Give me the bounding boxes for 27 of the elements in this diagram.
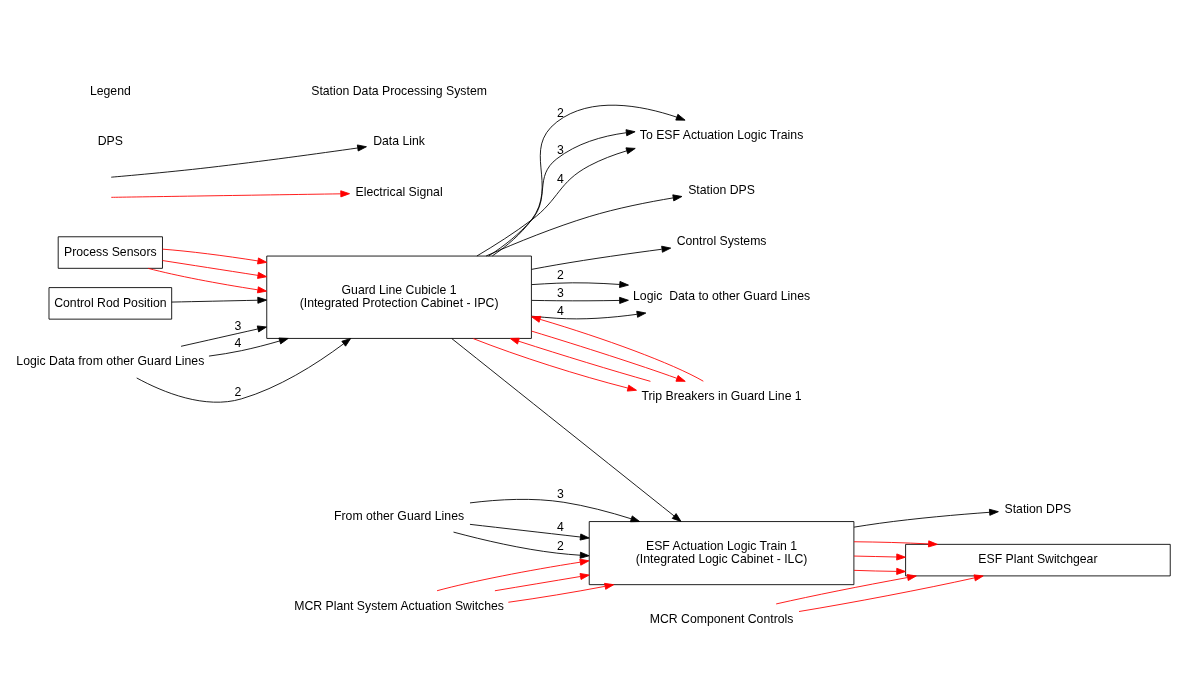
edge-label: 3 (234, 318, 242, 333)
node-text: Logic Data from other Guard Lines (16, 353, 205, 368)
node-text: Trip Breakers in Guard Line 1 (641, 388, 802, 403)
node-text: Station DPS (1004, 501, 1072, 516)
edge-label: 2 (556, 538, 564, 553)
edge-label: 4 (234, 335, 242, 350)
edge-label: 2 (234, 384, 242, 399)
edge-label: 4 (556, 519, 564, 534)
node-text: From other Guard Lines (334, 508, 465, 523)
node-text: Control Systems (676, 233, 767, 248)
legend-label: Data Link (373, 133, 425, 148)
label: Station Data Processing System (311, 83, 487, 98)
label: DPS (97, 133, 123, 148)
edge-label: 2 (556, 105, 564, 120)
edge-label: 3 (556, 285, 564, 300)
edge-label: 4 (556, 303, 564, 318)
edge-label: 3 (556, 486, 564, 501)
node-text: MCR Component Controls (649, 611, 794, 626)
node-text: MCR Plant System Actuation Switches (294, 598, 504, 613)
node-text: Station DPS (688, 182, 755, 197)
edge-label: 4 (556, 171, 564, 186)
legend-label: Electrical Signal (355, 184, 443, 199)
label: Legend (89, 83, 131, 98)
node-text: To ESF Actuation Logic Trains (639, 127, 804, 142)
node-text: Logic Data to other Guard Lines (633, 288, 811, 303)
edge-label: 2 (556, 267, 564, 282)
edge-label: 3 (556, 142, 564, 157)
